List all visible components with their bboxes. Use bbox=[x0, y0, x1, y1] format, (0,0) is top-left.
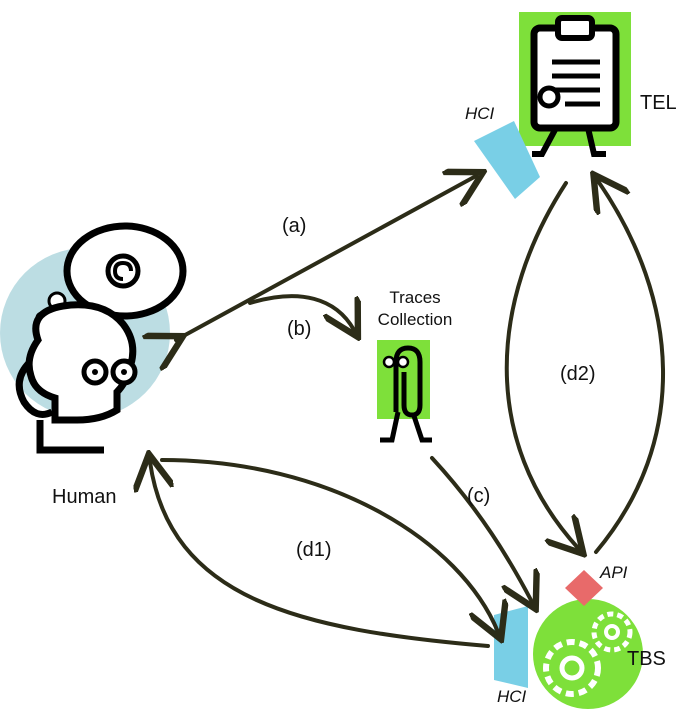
traces-label-line2: Collection bbox=[377, 310, 453, 329]
tbs-label: TBS bbox=[627, 648, 666, 670]
tel-clipboard-icon bbox=[519, 12, 631, 157]
hci-top-label: HCI bbox=[465, 104, 495, 123]
api-label: API bbox=[600, 563, 628, 582]
traces-collection-label: Traces Collection bbox=[360, 287, 470, 331]
paperclip-icon bbox=[377, 340, 432, 443]
hci-bottom-label: HCI bbox=[497, 687, 527, 706]
api-diamond bbox=[565, 570, 603, 606]
arrow-d1-to-human bbox=[150, 462, 490, 648]
edge-d1-label: (d1) bbox=[296, 539, 332, 561]
arrow-a bbox=[176, 176, 476, 340]
edge-d2-label: (d2) bbox=[560, 363, 596, 385]
hci-bottom-shape bbox=[494, 606, 528, 688]
arrow-d2-down bbox=[504, 181, 578, 548]
arrow-d2-up bbox=[596, 181, 665, 554]
edge-a-label: (a) bbox=[282, 215, 307, 237]
human-label: Human bbox=[52, 486, 117, 508]
arrow-d1-to-tbs bbox=[160, 458, 498, 632]
edge-b-label: (b) bbox=[287, 318, 312, 340]
traces-label-line1: Traces bbox=[389, 288, 441, 307]
hci-top-shape bbox=[474, 121, 540, 199]
edge-c-label: (c) bbox=[467, 485, 491, 507]
tel-label: TEL bbox=[640, 92, 677, 114]
arrow-b bbox=[248, 294, 354, 330]
arrow-c bbox=[430, 456, 532, 602]
human-icon bbox=[0, 222, 187, 454]
tbs-gears-icon bbox=[533, 599, 643, 709]
